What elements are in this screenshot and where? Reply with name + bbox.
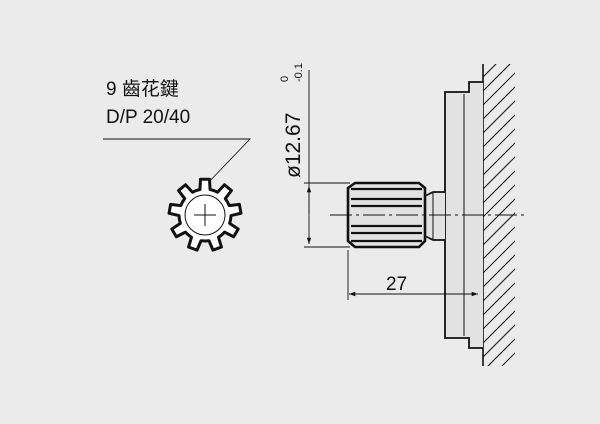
spline-end-view [167, 177, 243, 252]
diameter-label: ø12.67 [282, 113, 305, 178]
callout-line-1: 9 齒花鍵 [106, 78, 179, 100]
spline-callout: 9 齒花鍵 D/P 20/40 [103, 78, 252, 189]
spline-body [346, 181, 427, 249]
length-label: 27 [386, 274, 407, 295]
length-dimension: 27 [347, 250, 478, 300]
shaft-neck [424, 191, 445, 241]
diameter-tol-lower: -0.1 [293, 63, 305, 82]
callout-line-2: D/P 20/40 [106, 107, 190, 128]
diameter-dimension: ø12.67 0 -0.1 [279, 63, 350, 248]
diameter-tol-upper: 0 [279, 76, 291, 82]
